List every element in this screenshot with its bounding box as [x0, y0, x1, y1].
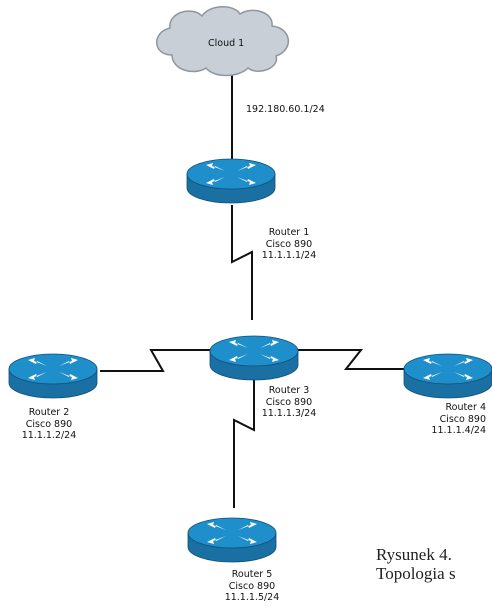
caption-line-1: Rysunek 4.: [376, 545, 452, 564]
caption-line-2: Topologia s: [376, 564, 456, 583]
router-3-label: Router 3 Cisco 890 11.1.1.3/24: [254, 385, 324, 420]
link-router3-router5: [233, 378, 255, 508]
router-3-ip: 11.1.1.3/24: [261, 408, 317, 419]
router-4-icon[interactable]: [403, 353, 492, 399]
router-4-label: Router 4 Cisco 890 11.1.1.4/24: [410, 402, 486, 437]
router-4-ip: 11.1.1.4/24: [431, 425, 486, 436]
uplink-ip-label: 192.180.60.1/24: [246, 104, 325, 115]
router-2-model: Cisco 890: [25, 418, 73, 430]
router-4-model: Cisco 890: [439, 413, 486, 425]
link-router2-router3: [100, 349, 211, 372]
link-router1-router3: [231, 205, 253, 320]
link-router3-router4: [298, 349, 406, 370]
router-1-label: Router 1 Cisco 890 11.1.1.1/24: [254, 227, 324, 262]
router-3-name: Router 3: [268, 385, 310, 396]
router-2-ip: 11.1.1.2/24: [21, 430, 77, 441]
router-1-name: Router 1: [268, 227, 310, 238]
router-2-label: Router 2 Cisco 890 11.1.1.2/24: [14, 407, 84, 442]
router-2-name: Router 2: [28, 407, 70, 418]
router-3-model: Cisco 890: [265, 396, 313, 408]
router-5-name: Router 5: [231, 569, 273, 580]
cloud-icon: [156, 6, 289, 77]
router-5-ip: 11.1.1.5/24: [224, 592, 280, 603]
router-2-icon[interactable]: [8, 353, 98, 399]
router-5-label: Router 5 Cisco 890 11.1.1.5/24: [216, 569, 288, 604]
links-group: [100, 70, 406, 508]
router-4-name: Router 4: [445, 402, 486, 413]
router-1-icon[interactable]: [186, 158, 276, 204]
router-5-icon[interactable]: [187, 517, 277, 563]
router-3-icon[interactable]: [209, 335, 299, 381]
router-1-model: Cisco 890: [265, 238, 313, 250]
cloud-label: Cloud 1: [208, 38, 245, 49]
router-1-ip: 11.1.1.1/24: [261, 250, 317, 261]
router-5-model: Cisco 890: [228, 580, 276, 592]
figure-caption: Rysunek 4. Topologia s: [376, 545, 456, 583]
